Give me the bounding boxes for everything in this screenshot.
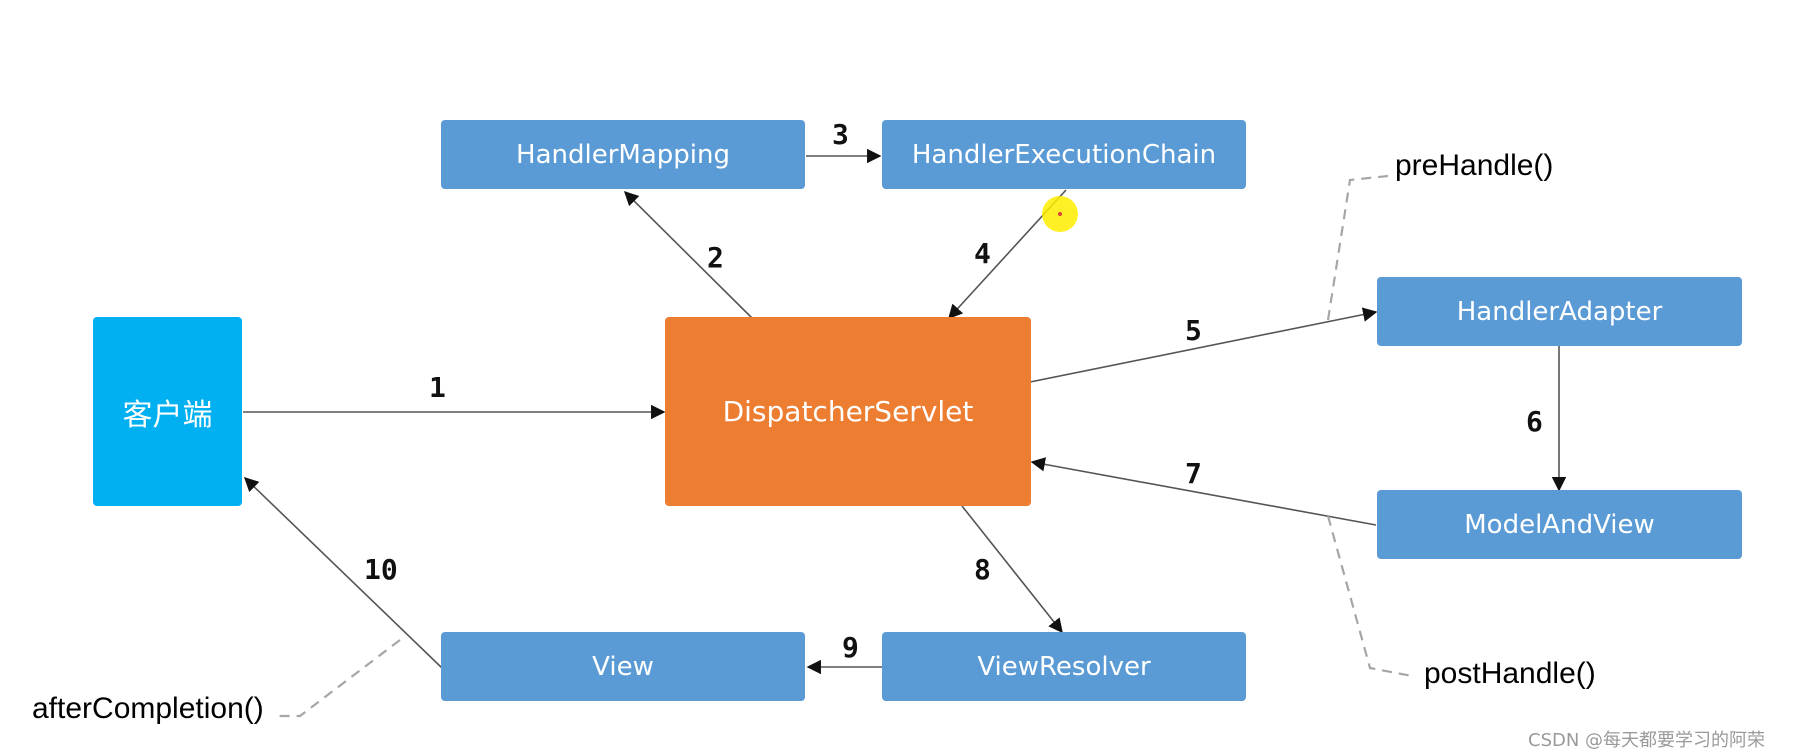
client-node: 客户端 (93, 317, 242, 506)
model-and-view-node: ModelAndView (1377, 490, 1742, 559)
step-label-7: 7 (1185, 457, 1202, 490)
dispatcher-servlet-label: DispatcherServlet (722, 395, 974, 428)
arrow-2-dispatcher-to-handler-mapping (623, 190, 753, 319)
after-completion-label: afterCompletion() (32, 692, 264, 725)
pre-handle-label: preHandle() (1395, 149, 1554, 182)
step-label-4: 4 (974, 237, 991, 270)
handler-adapter-label: HandlerAdapter (1456, 296, 1663, 327)
step-label-2: 2 (707, 241, 724, 274)
hook-line-after-completion (276, 639, 401, 718)
view-node: View (441, 632, 805, 701)
handler-mapping-label: HandlerMapping (516, 139, 730, 170)
arrow-10-view-to-client (243, 477, 443, 669)
post-handle-label: postHandle() (1424, 657, 1596, 690)
arrow-7-model-and-view-to-dispatcher (1030, 457, 1377, 526)
client-label: 客户端 (122, 397, 213, 433)
step-label-5: 5 (1185, 314, 1202, 347)
step-label-8: 8 (974, 553, 991, 586)
step-label-3: 3 (832, 118, 849, 151)
hook-line-post-handle (1326, 515, 1413, 678)
step-label-1: 1 (429, 371, 446, 404)
handler-execution-chain-label: HandlerExecutionChain (911, 139, 1217, 170)
cursor-highlight-icon (1042, 196, 1078, 232)
arrow-8-dispatcher-to-view-resolver (961, 505, 1063, 634)
model-and-view-label: ModelAndView (1464, 509, 1655, 540)
handler-adapter-node: HandlerAdapter (1377, 277, 1742, 346)
watermark: CSDN @每天都要学习的阿荣 (1528, 730, 1766, 751)
step-label-6: 6 (1526, 405, 1543, 438)
arrow-5-dispatcher-to-adapter (1029, 307, 1378, 383)
view-resolver-node: ViewResolver (882, 632, 1246, 701)
step-label-9: 9 (842, 631, 859, 664)
view-label: View (592, 651, 654, 682)
view-resolver-label: ViewResolver (977, 651, 1151, 682)
hook-line-pre-handle (1326, 174, 1389, 321)
dispatcher-servlet-node: DispatcherServlet (665, 317, 1031, 506)
step-label-10: 10 (364, 553, 398, 586)
handler-execution-chain-node: HandlerExecutionChain (882, 120, 1246, 189)
handler-mapping-node: HandlerMapping (441, 120, 805, 189)
